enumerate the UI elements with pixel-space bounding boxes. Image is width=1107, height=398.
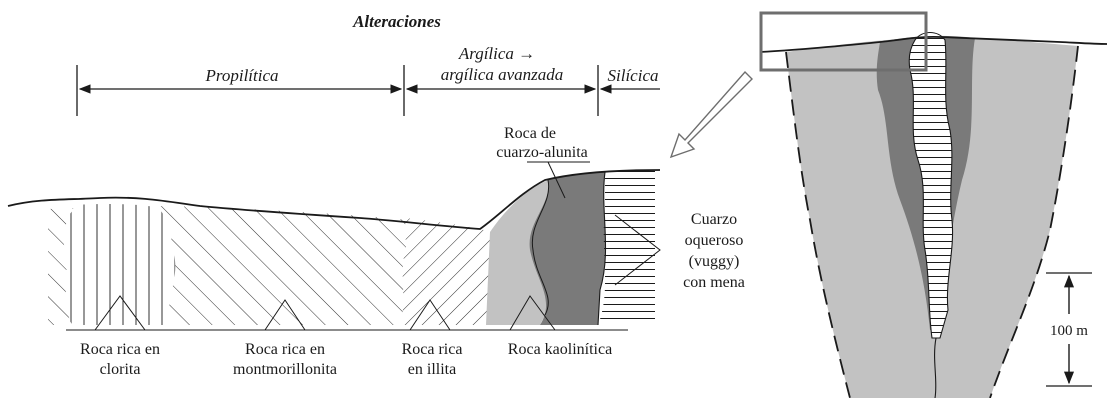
- cuarzo-alunita-zone: [529, 172, 606, 325]
- cuarzo-alunita-label-line2: cuarzo-alunita: [496, 144, 588, 161]
- propilitica-label: Propilítica: [204, 66, 278, 85]
- montmorillonita-label-line1: Roca rica en: [245, 341, 325, 358]
- clorita-label-line1: Roca rica en: [80, 341, 160, 358]
- ground-surface: [7, 169, 661, 230]
- inset-box: [759, 11, 928, 72]
- scale-bar: 100 m: [1046, 272, 1092, 387]
- illita-label-line1: Roca rica: [402, 341, 463, 358]
- vertical-section: [759, 11, 1107, 398]
- montmorillonita-label-line2: montmorillonita: [233, 361, 337, 378]
- illita-label-line2: en illita: [408, 361, 456, 378]
- diagram-title: Alteraciones: [352, 12, 441, 31]
- cuarzo-alunita-label-line1: Roca de: [504, 125, 556, 142]
- clorita-label-line2: clorita: [100, 361, 141, 378]
- cuarzo-oqueroso-zone: [598, 170, 655, 325]
- vuggy-label-line4: con mena: [683, 274, 745, 291]
- section-labels: Roca de cuarzo-alunita Cuarzo oqueroso (…: [80, 125, 745, 378]
- vertical-section-surface: [759, 35, 1107, 53]
- argilica-label-line2: argílica avanzada: [441, 65, 564, 84]
- kaolinitica-label: Roca kaolinítica: [508, 341, 612, 358]
- vuggy-label-line3: (vuggy): [689, 253, 740, 270]
- silicica-label: Silícica: [608, 66, 659, 85]
- argilica-label-line1: Argílica →: [458, 44, 535, 63]
- vuggy-label-line2: oqueroso: [685, 232, 744, 249]
- scale-label: 100 m: [1050, 323, 1088, 339]
- cross-section: [7, 161, 661, 331]
- connector-arrow: [669, 70, 753, 159]
- zone-header: Alteraciones Propilítica Argílica → argí…: [76, 12, 660, 116]
- argilica-light-zone: [486, 180, 549, 325]
- vuggy-label-line1: Cuarzo: [691, 211, 737, 228]
